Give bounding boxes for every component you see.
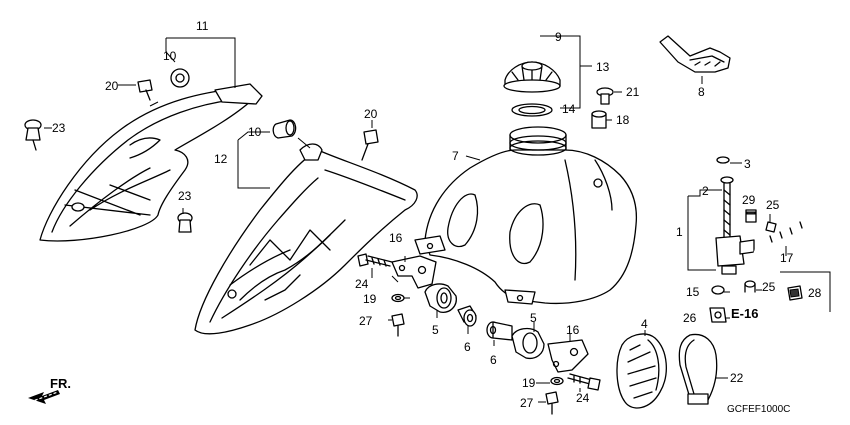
callout-23-lower: 23: [178, 189, 192, 203]
callout-14: 14: [562, 102, 576, 116]
fuel-cap: [503, 61, 561, 117]
callout-27-right: 27: [520, 396, 534, 410]
callout-24-left: 24: [355, 277, 369, 291]
front-direction-arrow: [28, 390, 60, 404]
callout-24-right: 24: [576, 391, 590, 405]
callout-10-upper: 10: [163, 49, 177, 63]
reference-e16: E-16: [731, 306, 758, 321]
rivet-23-upper: [24, 119, 42, 151]
callout-4: 4: [641, 317, 648, 331]
callout-13: 13: [596, 60, 610, 74]
breather-tube: [402, 27, 531, 103]
grommet-10-lower: [272, 119, 297, 139]
collar-18: [591, 110, 607, 129]
leader-lines: [44, 35, 787, 403]
callout-28: 28: [808, 286, 822, 300]
callout-17: 17: [780, 251, 794, 265]
clip-28-box: [780, 271, 831, 312]
bolt-21: [596, 87, 614, 105]
callout-labels: 11 10 20 23 23 12 10 20 7 9 13 14 21 18 …: [50, 19, 822, 415]
clip-25-lower: [744, 280, 756, 293]
bolt-24-right: [567, 373, 601, 391]
band-22: [678, 333, 718, 405]
fuel-valve-assembly: [709, 156, 755, 323]
callout-7: 7: [452, 149, 459, 163]
left-shroud: [39, 83, 263, 242]
callout-22: 22: [730, 371, 744, 385]
rivet-23-lower: [177, 212, 193, 233]
callout-15: 15: [686, 285, 700, 299]
callout-6-right: 6: [490, 353, 497, 367]
callout-8: 8: [698, 85, 705, 99]
collar-6-left: [457, 305, 477, 327]
callout-29: 29: [742, 193, 756, 207]
part-8-plate: [659, 35, 731, 73]
callout-19-left: 19: [363, 292, 377, 306]
bolt-27-right: [545, 391, 559, 415]
bolt-20-left: [137, 79, 153, 101]
bracket-16-right: [547, 339, 589, 373]
callout-16-right: 16: [566, 323, 580, 337]
callout-20-right: 20: [364, 107, 378, 121]
washer-19-right: [550, 376, 564, 386]
bolt-20-right: [361, 129, 379, 161]
callout-12: 12: [214, 152, 228, 166]
callout-25-lower: 25: [762, 280, 776, 294]
callout-18: 18: [616, 113, 630, 127]
bracket-16-left: [391, 255, 437, 289]
collar-6-right: [486, 321, 513, 341]
callout-25-upper: 25: [766, 198, 780, 212]
damper-5-left: [424, 283, 457, 313]
callout-26: 26: [683, 311, 697, 325]
callout-6-left: 6: [464, 340, 471, 354]
callout-20-left: 20: [105, 79, 119, 93]
callout-1: 1: [676, 225, 683, 239]
fuel-tank: [414, 126, 638, 305]
callout-10-lower: 10: [248, 125, 262, 139]
screw-29: [745, 209, 757, 223]
callout-16-left: 16: [389, 231, 403, 245]
bolt-24-left: [357, 253, 393, 267]
strap-4: [616, 333, 667, 409]
callout-23-upper: 23: [52, 121, 66, 135]
bolt-27-left: [391, 313, 405, 337]
callout-5-left: 5: [432, 323, 439, 337]
callout-5-right: 5: [530, 311, 537, 325]
callout-9: 9: [555, 30, 562, 44]
callout-3: 3: [744, 157, 751, 171]
callout-27-left: 27: [359, 314, 373, 328]
callout-11: 11: [196, 19, 209, 33]
diagram-code: GCFEF1000C: [727, 404, 790, 415]
callout-21: 21: [626, 85, 640, 99]
callout-19-right: 19: [522, 376, 536, 390]
callout-2: 2: [702, 184, 709, 198]
grommet-10-upper: [170, 68, 190, 88]
clip-25-upper: [765, 221, 777, 233]
washer-19-left: [391, 293, 405, 303]
right-shroud: [194, 143, 418, 335]
direction-label: FR.: [50, 376, 71, 391]
damper-5-right: [511, 327, 545, 360]
fuel-hose-17: [752, 207, 818, 273]
